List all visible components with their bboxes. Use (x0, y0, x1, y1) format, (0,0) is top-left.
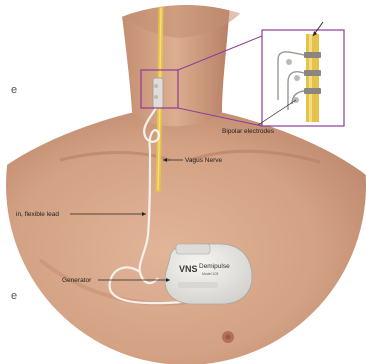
generator-name: Demipulse (199, 263, 230, 270)
generator-device: VNS Demipulse Model 103 (165, 244, 252, 304)
label-flexible-lead-text: in, flexible lead (16, 211, 59, 218)
label-generator-text: Generator (62, 277, 92, 284)
zoomed-vagus-nerve (306, 34, 319, 122)
electrode-site (153, 78, 163, 108)
generator-logo: VNS (179, 264, 198, 274)
generator-model: Model 103 (202, 272, 218, 276)
label-vagus-nerve-text: Vagus Nerve (185, 157, 222, 164)
label-bipolar-electrodes-text: Bipolar electrodes (222, 128, 275, 135)
